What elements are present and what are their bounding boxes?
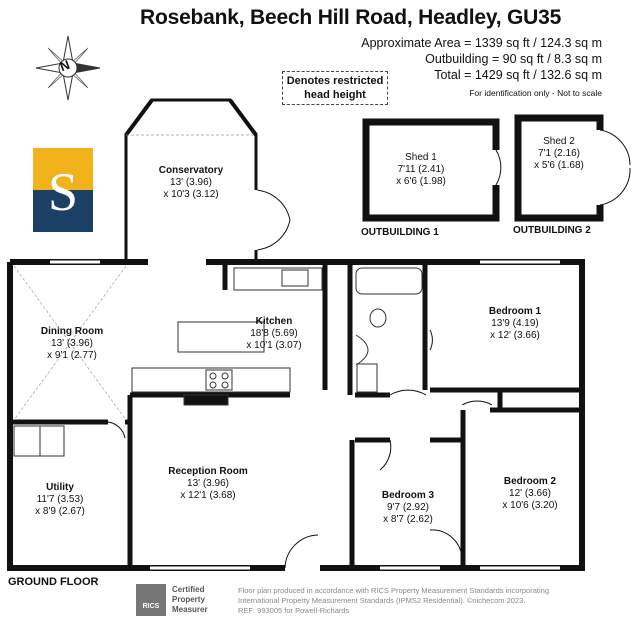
room-dim-metric: x 12'1 (3.68) — [180, 490, 236, 501]
room-dim-imperial: 18'8 (5.69) — [250, 328, 298, 339]
restricted-line-1: Denotes restricted — [286, 75, 384, 87]
room-dim-imperial: 7'1 (2.16) — [538, 148, 580, 159]
footer-line-2: International Property Measurement Stand… — [238, 596, 526, 605]
identification-note: For identification only - Not to scale — [469, 88, 602, 98]
room-utility: Utility 11'7 (3.53) x 8'9 (2.67) — [20, 482, 100, 518]
room-bedroom-2: Bedroom 2 12' (3.66) x 10'6 (3.20) — [490, 476, 570, 512]
ground-floor-label: GROUND FLOOR — [8, 576, 99, 588]
room-name: Shed 1 — [405, 152, 437, 163]
room-name: Utility — [46, 482, 74, 493]
room-name: Bedroom 3 — [381, 490, 435, 501]
conservatory-walls — [124, 98, 291, 259]
rics-badge: RICS Certified Property Measurer — [136, 584, 232, 616]
restricted-height-lines — [13, 265, 127, 421]
approximate-area: Approximate Area = 1339 sq ft / 124.3 sq… — [361, 36, 602, 50]
room-bedroom-3: Bedroom 3 9'7 (2.92) x 8'7 (2.62) — [368, 490, 448, 526]
room-reception: Reception Room 13' (3.96) x 12'1 (3.68) — [158, 466, 258, 502]
room-shed-1: Shed 1 7'11 (2.41) x 6'6 (1.98) — [381, 152, 461, 188]
room-dim-metric: x 10'3 (3.12) — [163, 189, 219, 200]
room-dim-metric: x 10'6 (3.20) — [502, 500, 558, 511]
room-name: Conservatory — [158, 165, 224, 176]
interior-walls — [10, 262, 582, 568]
room-dim-imperial: 13' (3.96) — [51, 338, 93, 349]
room-dim-metric: x 8'7 (2.62) — [383, 514, 433, 525]
compass-icon — [35, 35, 101, 101]
room-bedroom-1: Bedroom 1 13'9 (4.19) x 12' (3.66) — [475, 306, 555, 342]
utility-fixtures — [13, 425, 65, 457]
room-shed-2: Shed 2 7'1 (2.16) x 5'6 (1.68) — [522, 136, 596, 172]
footer-line-3: REF: 993005 for Powell-Richards — [238, 606, 350, 615]
restricted-line-2: head height — [304, 89, 366, 101]
room-dining: Dining Room 13' (3.96) x 9'1 (2.77) — [22, 326, 122, 362]
agency-logo: S — [33, 148, 93, 232]
room-conservatory: Conservatory 13' (3.96) x 10'3 (3.12) — [141, 165, 241, 201]
footer-disclaimer: Floor plan produced in accordance with R… — [238, 586, 598, 616]
room-dim-imperial: 11'7 (3.53) — [36, 494, 84, 505]
room-dim-metric: x 8'9 (2.67) — [35, 506, 85, 517]
room-dim-imperial: 13' (3.96) — [170, 177, 212, 188]
outbuilding-1-label: OUTBUILDING 1 — [361, 227, 439, 238]
room-dim-imperial: 13' (3.96) — [187, 478, 229, 489]
room-name: Bedroom 2 — [503, 476, 557, 487]
rics-line-1: Certified — [172, 585, 205, 594]
room-dim-imperial: 7'11 (2.41) — [397, 164, 445, 175]
room-name: Reception Room — [168, 466, 248, 477]
room-dim-metric: x 10'1 (3.07) — [246, 340, 302, 351]
rics-line-2: Property — [172, 595, 205, 604]
room-dim-metric: x 9'1 (2.77) — [47, 350, 97, 361]
outbuilding-2-label: OUTBUILDING 2 — [513, 225, 591, 236]
rics-certified-text: Certified Property Measurer — [172, 585, 208, 615]
room-kitchen: Kitchen 18'8 (5.69) x 10'1 (3.07) — [234, 316, 314, 352]
room-name: Dining Room — [40, 326, 104, 337]
bathroom-fixtures — [355, 267, 423, 393]
outbuilding-area: Outbuilding = 90 sq ft / 8.3 sq m — [425, 52, 602, 66]
kitchen-fixtures — [131, 267, 323, 406]
page-title: Rosebank, Beech Hill Road, Headley, GU35 — [140, 6, 562, 29]
room-dim-imperial: 13'9 (4.19) — [491, 318, 539, 329]
shed-walls — [362, 114, 631, 222]
room-dim-metric: x 6'6 (1.98) — [396, 176, 446, 187]
rics-line-3: Measurer — [172, 605, 208, 614]
rics-logo: RICS — [136, 584, 166, 616]
footer-line-1: Floor plan produced in accordance with R… — [238, 586, 549, 595]
room-name: Bedroom 1 — [488, 306, 542, 317]
room-name: Shed 2 — [543, 136, 575, 147]
door-arcs — [107, 329, 493, 569]
total-area: Total = 1429 sq ft / 132.6 sq m — [434, 68, 602, 82]
room-dim-imperial: 9'7 (2.92) — [387, 502, 429, 513]
room-dim-imperial: 12' (3.66) — [509, 488, 551, 499]
room-dim-metric: x 5'6 (1.68) — [534, 160, 584, 171]
room-dim-metric: x 12' (3.66) — [490, 330, 540, 341]
logo-letter: S — [47, 162, 79, 222]
house-walls — [7, 259, 585, 571]
restricted-height-legend: Denotes restricted head height — [282, 71, 388, 105]
room-name: Kitchen — [255, 316, 293, 327]
